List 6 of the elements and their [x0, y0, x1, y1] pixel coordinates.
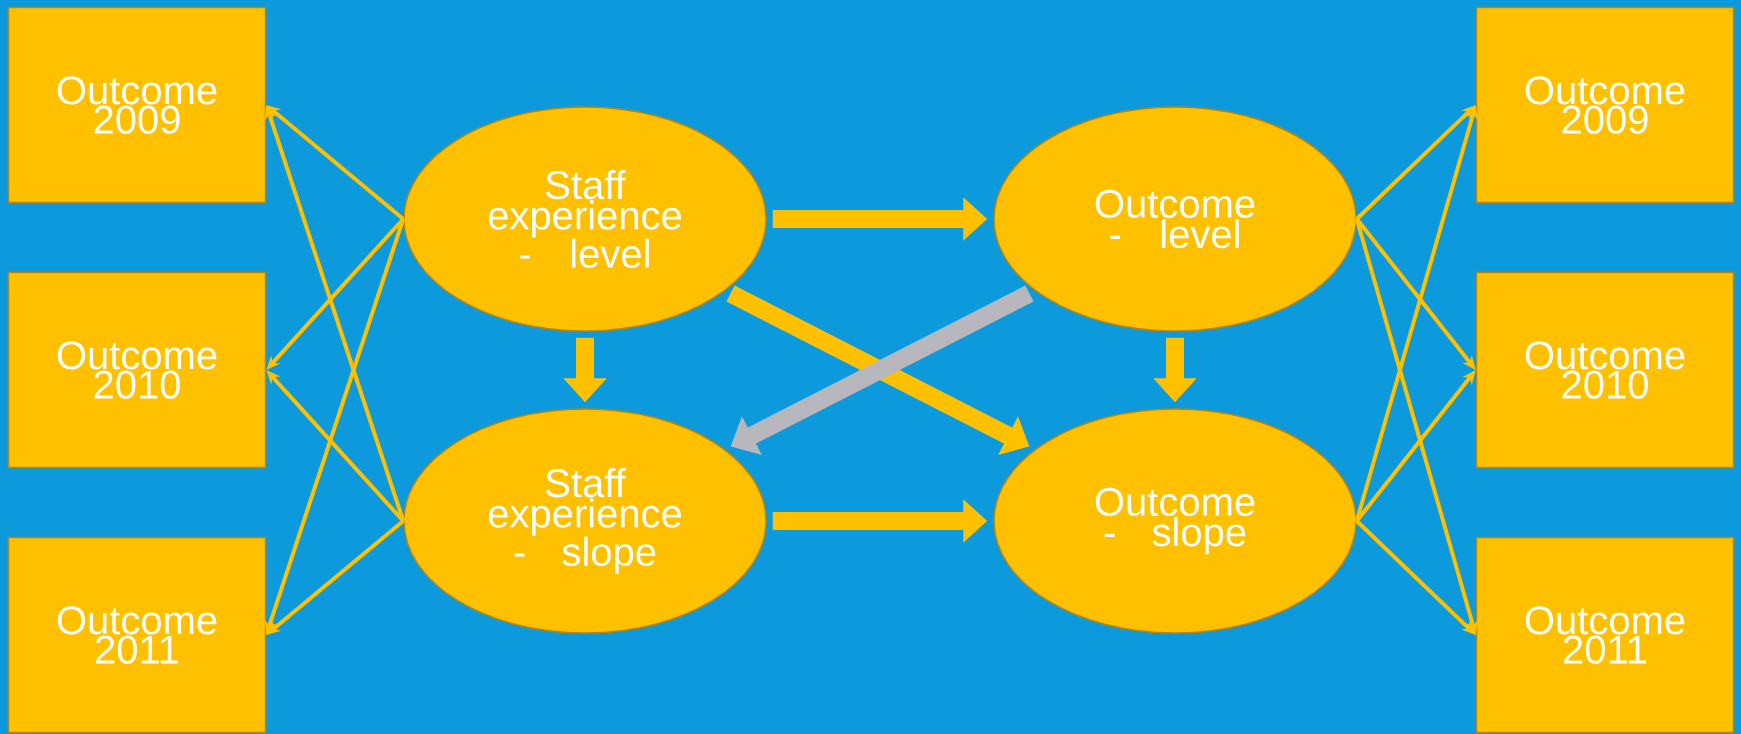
outcome-box: Outcome 2009	[7, 6, 267, 204]
outcome-box: Outcome 2009	[1475, 6, 1735, 204]
outcome-box: Outcome 2010	[7, 271, 267, 469]
outcome-box: Outcome 2010	[1475, 271, 1735, 469]
outcome-box: Outcome 2011	[7, 536, 267, 734]
outcome-box: Outcome 2011	[1475, 536, 1735, 734]
